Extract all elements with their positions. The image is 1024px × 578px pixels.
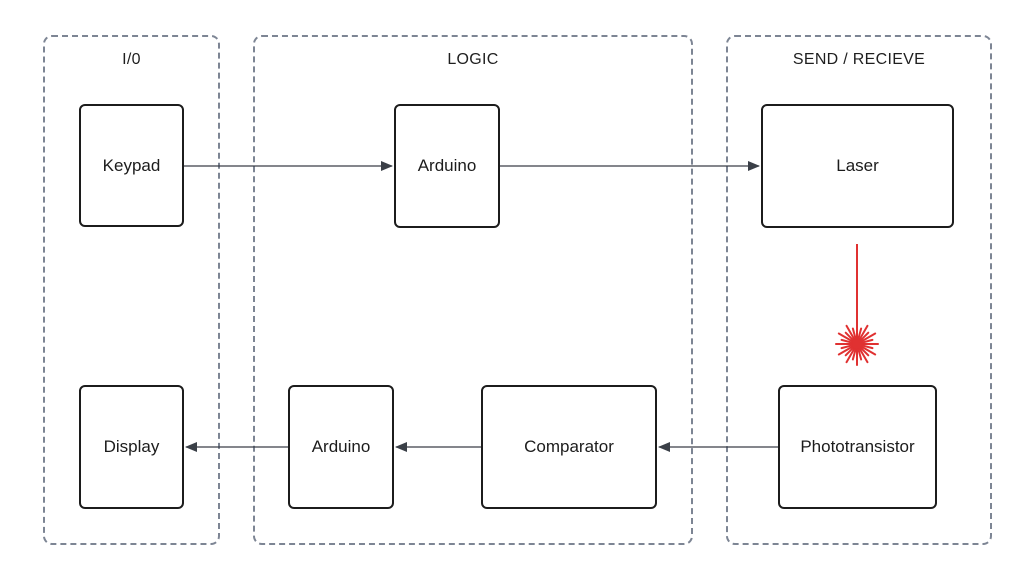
laser-burst-ray <box>837 332 855 343</box>
laser-burst-ray <box>859 338 874 344</box>
laser-burst-ray <box>857 327 863 342</box>
group-send-receive-label: SEND / RECIEVE <box>792 51 926 68</box>
group-logic-label: LOGIC <box>447 51 499 68</box>
laser-burst-ray <box>859 344 874 350</box>
comparator-box: Comparator <box>481 385 657 509</box>
group-io-label: I/0 <box>122 51 141 68</box>
laser-burst-icon <box>835 322 879 366</box>
laser-burst-ray <box>858 331 870 343</box>
laser-burst-ray <box>845 346 856 364</box>
arduino-bottom-label: Arduino <box>311 437 371 456</box>
laser-burst-ray <box>857 346 863 361</box>
group-io: I/0 <box>43 35 220 545</box>
group-logic: LOGIC <box>253 35 693 545</box>
laser-burst-ray <box>844 331 856 343</box>
group-send-receive: SEND / RECIEVE <box>726 35 992 545</box>
laser-label: Laser <box>836 156 879 175</box>
laser-burst-ray <box>844 345 856 357</box>
laser-box: Laser <box>761 104 954 228</box>
laser-burst-ray <box>851 346 857 361</box>
keypad-box: Keypad <box>79 104 184 227</box>
phototransistor-label: Phototransistor <box>800 437 915 456</box>
laser-burst-ray <box>858 346 869 364</box>
laser-burst-ray <box>859 332 877 343</box>
laser-burst-ray <box>851 327 857 342</box>
laser-burst-ray <box>840 338 855 344</box>
laser-burst-ray <box>845 324 856 342</box>
keypad-label: Keypad <box>102 155 161 175</box>
display-label: Display <box>103 437 160 456</box>
laser-burst-ray <box>859 345 877 356</box>
display-box: Display <box>79 385 184 509</box>
arduino-bottom-box: Arduino <box>288 385 394 509</box>
arduino-top-label: Arduino <box>417 156 477 175</box>
laser-burst-ray <box>858 324 869 342</box>
laser-burst-ray <box>840 344 855 350</box>
laser-burst-ray <box>858 345 870 357</box>
arduino-top-box: Arduino <box>394 104 500 228</box>
laser-burst-core <box>852 339 862 349</box>
comparator-label: Comparator <box>524 437 614 456</box>
laser-burst-ray <box>837 345 855 356</box>
phototransistor-box: Phototransistor <box>778 385 937 509</box>
